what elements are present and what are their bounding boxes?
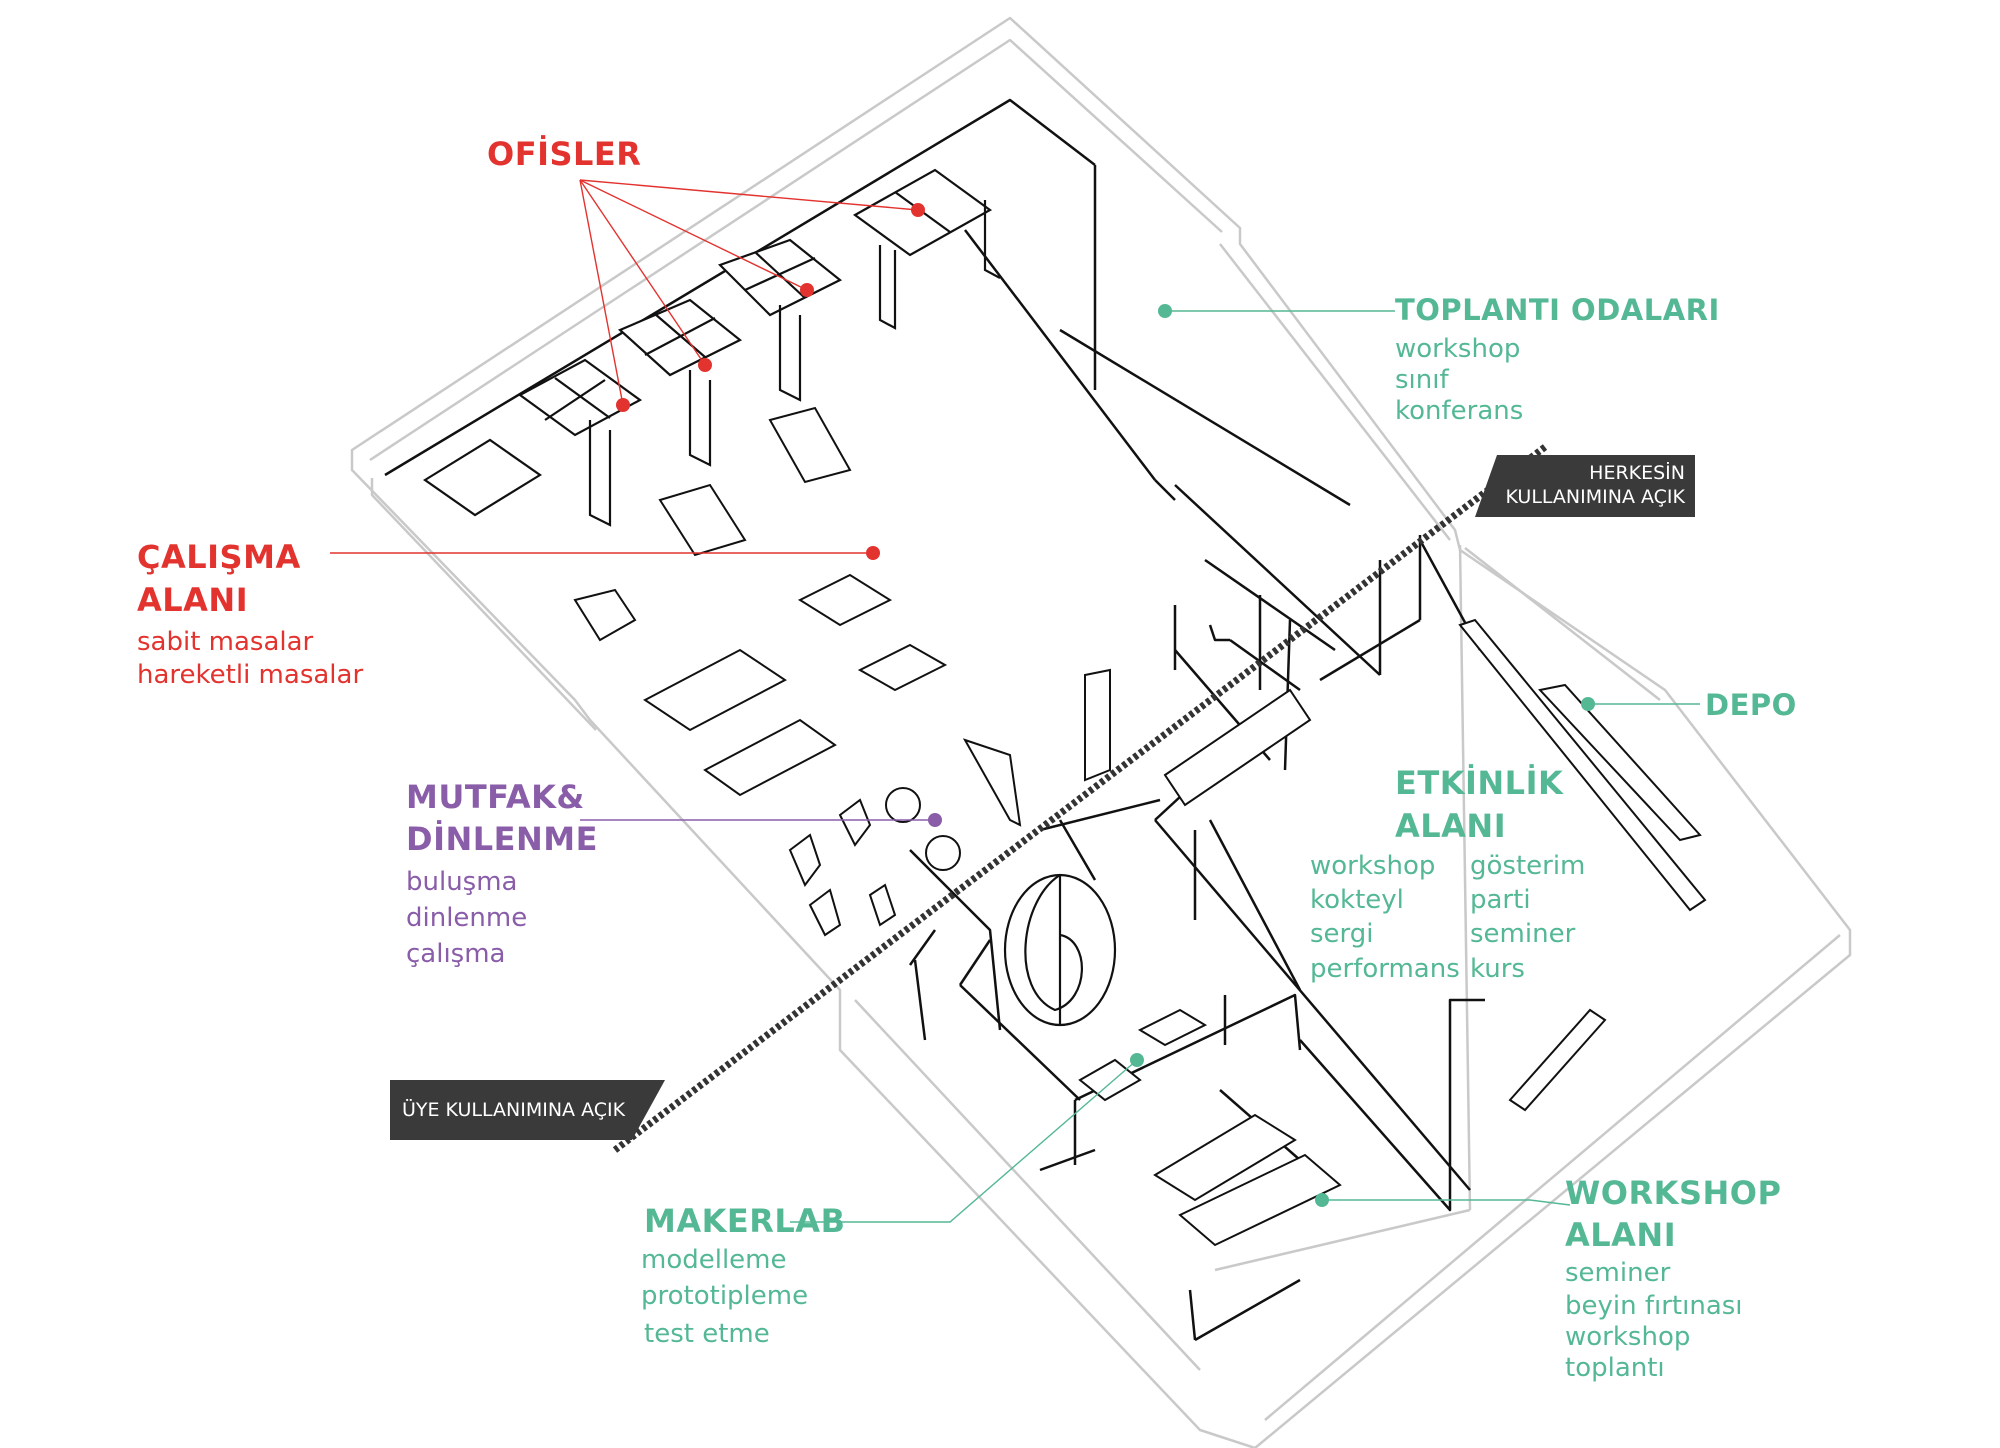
label-mutfak-title-1: MUTFAK&	[406, 778, 585, 816]
label-toplanti-title: TOPLANTI ODALARI	[1395, 293, 1720, 327]
label-depo-title: DEPO	[1705, 688, 1797, 722]
label-etkinlik-item-left-3: sergi	[1310, 919, 1374, 949]
tag-members-access: ÜYE KULLANIMINA AÇIK	[390, 1080, 665, 1140]
label-makerlab-item-2: prototipleme	[641, 1281, 809, 1311]
label-makerlab-item-3: test etme	[644, 1319, 770, 1349]
label-etkinlik-item-right-3: seminer	[1470, 919, 1576, 949]
label-workshop-title-2: ALANI	[1565, 1216, 1677, 1254]
label-mutfak-item-1: buluşma	[406, 867, 518, 897]
label-etkinlik-item-right-2: parti	[1470, 885, 1531, 915]
label-calisma-title-1: ÇALIŞMA	[137, 538, 301, 576]
label-workshop-item-1: seminer	[1565, 1258, 1671, 1288]
callout-dots	[616, 203, 1595, 1207]
label-workshop-item-3: workshop	[1565, 1322, 1691, 1352]
label-mutfak-title-2: DİNLENME	[406, 820, 598, 858]
label-toplanti-item-2: sınıf	[1395, 365, 1449, 395]
tag-public-line-1: HERKESİN	[1589, 462, 1685, 484]
label-calisma-item-1: sabit masalar	[137, 627, 314, 657]
building-outline	[350, 16, 1852, 1448]
tag-public-line-2: KULLANIMINA AÇIK	[1505, 486, 1685, 508]
label-toplanti-item-1: workshop	[1395, 334, 1521, 364]
work-tables	[573, 406, 1111, 827]
label-makerlab-item-1: modelleme	[641, 1245, 787, 1275]
label-calisma-title-2: ALANI	[137, 581, 249, 619]
label-etkinlik-item-left-2: kokteyl	[1310, 885, 1404, 915]
label-etkinlik-item-right-4: kurs	[1470, 954, 1525, 984]
label-mutfak-item-2: dinlenme	[406, 903, 528, 933]
label-toplanti-item-3: konferans	[1395, 396, 1524, 426]
kitchen-tables	[788, 787, 961, 937]
division-line	[612, 444, 1548, 1153]
label-etkinlik-title-2: ALANI	[1395, 807, 1507, 845]
spiral-staircase	[1003, 873, 1117, 1027]
label-workshop-item-4: toplantı	[1565, 1353, 1665, 1383]
callout-lines	[330, 179, 1700, 1223]
makerlab-benches	[1078, 1008, 1342, 1247]
label-makerlab-title: MAKERLAB	[644, 1202, 846, 1240]
office-desks	[422, 168, 1001, 527]
interior-walls	[384, 98, 1485, 1342]
event-area-elements	[1163, 618, 1707, 1112]
label-etkinlik-title-1: ETKİNLİK	[1395, 764, 1564, 802]
label-etkinlik-item-left-4: performans	[1310, 954, 1460, 984]
label-mutfak-item-3: çalışma	[406, 939, 506, 969]
tag-public-access: HERKESİN KULLANIMINA AÇIK	[1475, 455, 1695, 517]
label-etkinlik-item-left-1: workshop	[1310, 851, 1436, 881]
tag-members-line-1: ÜYE KULLANIMINA AÇIK	[402, 1099, 626, 1121]
label-workshop-title-1: WORKSHOP	[1565, 1174, 1782, 1212]
label-workshop-item-2: beyin fırtınası	[1565, 1291, 1743, 1321]
label-etkinlik-item-right-1: gösterim	[1470, 851, 1586, 881]
label-ofisler-title: OFİSLER	[487, 135, 642, 173]
label-calisma-item-2: hareketli masalar	[137, 660, 364, 690]
